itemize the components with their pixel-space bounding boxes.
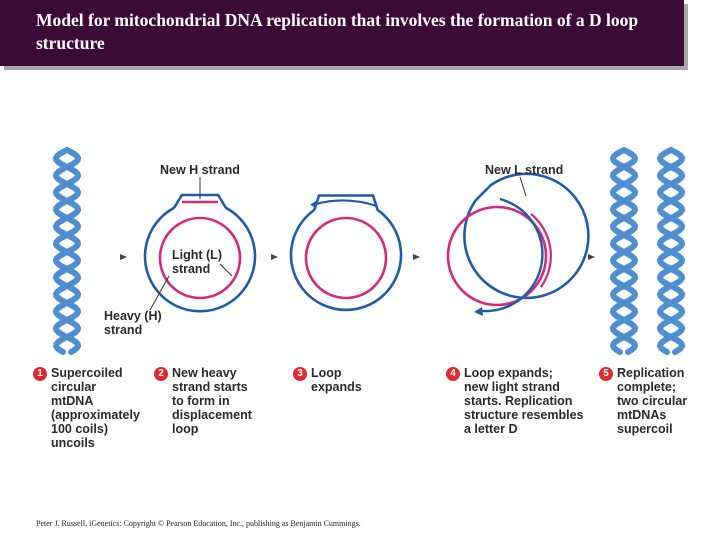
copyright-notice: Peter J. Russell, iGenetics: Copyright ©… — [36, 519, 361, 528]
step-text: Loop expands — [311, 366, 362, 394]
new-h-strand-label: New H strand — [160, 163, 240, 177]
dloop-stage-2 — [143, 177, 257, 313]
step-number-badge: 5 — [599, 367, 613, 381]
arrow-1-to-2 — [120, 254, 127, 260]
arrow-3-to-4 — [413, 254, 420, 260]
step-number-badge: 4 — [446, 367, 460, 381]
step-text: Loop expands; new light strand starts. R… — [464, 366, 584, 436]
new-l-strand-label: New L strand — [485, 163, 564, 177]
supercoiled-mtdna-5b — [656, 147, 686, 355]
arrow-4-to-5 — [588, 254, 595, 260]
step-text: Supercoiled circular mtDNA (approximatel… — [51, 366, 140, 450]
arrow-2-to-3 — [271, 254, 278, 260]
step-4-caption: 4 Loop expands; new light strand starts.… — [446, 366, 584, 436]
step-text: New heavy strand starts to form in displ… — [172, 366, 252, 436]
slide-title: Model for mitochondrial DNA replication … — [36, 10, 639, 53]
step-5-caption: 5 Replication complete; two circular mtD… — [599, 366, 687, 436]
step-text: Replication complete; two circular mtDNA… — [617, 366, 688, 436]
step-2-caption: 2 New heavy strand starts to form in dis… — [154, 366, 252, 436]
title-bar: Model for mitochondrial DNA replication … — [0, 0, 684, 66]
light-strand-label: Light (L) strand — [172, 248, 222, 276]
helix-strand — [656, 147, 686, 355]
step-number-badge: 3 — [293, 367, 307, 381]
helix-strand — [52, 147, 82, 355]
dloop-stage-3 — [289, 194, 403, 312]
heavy-strand-label: Heavy (H) strand — [104, 309, 162, 337]
supercoiled-mtdna-1 — [52, 147, 82, 355]
dloop-stage-4 — [446, 172, 590, 316]
step-number-badge: 1 — [33, 367, 47, 381]
helix-strand — [609, 147, 639, 355]
step-3-caption: 3 Loop expands — [293, 366, 362, 394]
step-number-badge: 2 — [154, 367, 168, 381]
supercoiled-mtdna-5a — [609, 147, 639, 355]
step-1-caption: 1 Supercoiled circular mtDNA (approximat… — [33, 366, 140, 450]
